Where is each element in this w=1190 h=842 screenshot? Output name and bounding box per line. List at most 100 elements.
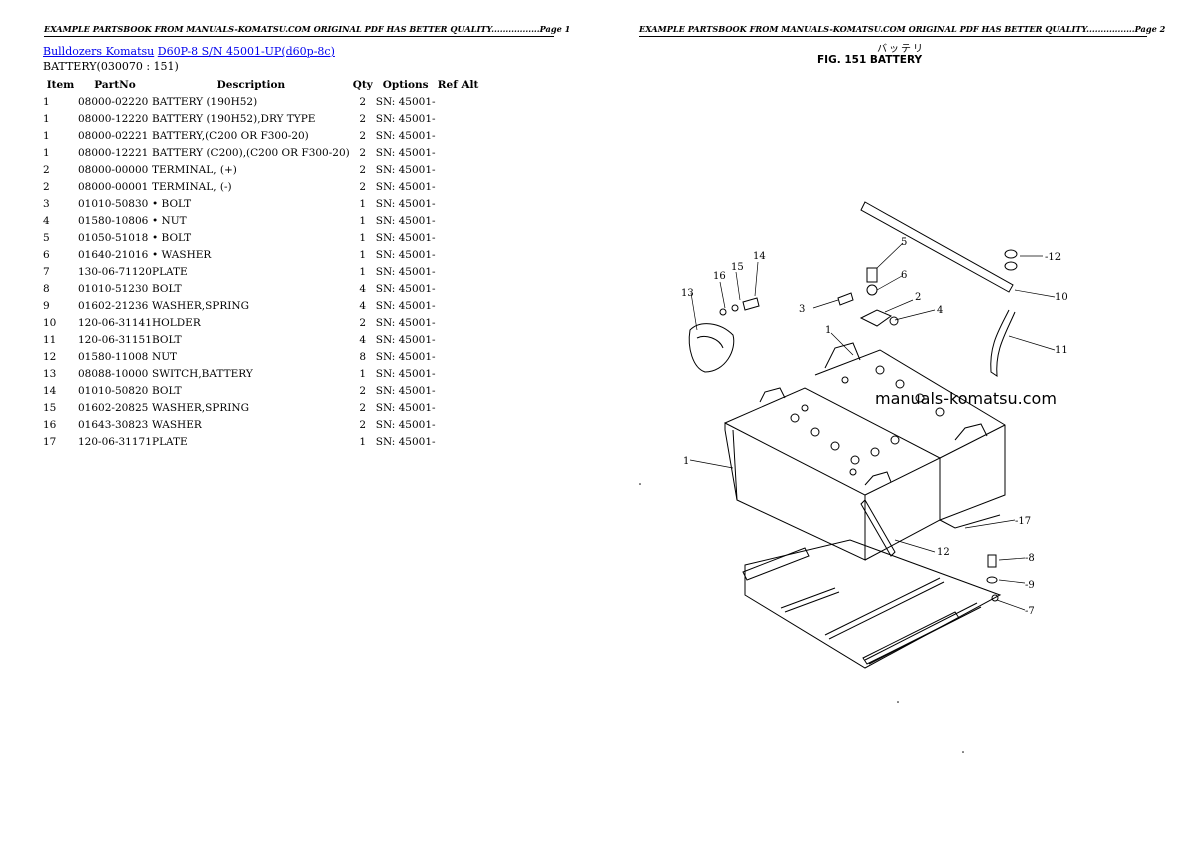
- callout-8: -8: [1025, 553, 1035, 564]
- cell-item: 17: [43, 435, 57, 448]
- breadcrumb-link-model[interactable]: D60P-8 S/N 45001-UP(d60p-8c): [157, 45, 335, 58]
- cell-ref-alt: [436, 280, 481, 297]
- cell-options: SN: 45001-: [375, 401, 436, 414]
- cell-qty: 4: [359, 299, 367, 312]
- cell-partno: 01602-20825: [78, 401, 149, 414]
- cell-partno: 01640-21016: [78, 248, 149, 261]
- cell-qty: 8: [359, 350, 367, 363]
- table-header-row: Item PartNo Description Qty Options Ref …: [43, 76, 481, 93]
- cell-description: HOLDER: [152, 316, 201, 329]
- callout-1a: 1: [683, 456, 689, 467]
- cell-partno: 01580-10806: [78, 214, 149, 227]
- callout-11: 11: [1055, 345, 1068, 356]
- base-plate-drawing: [742, 539, 1002, 669]
- callout-16: 16: [713, 271, 726, 282]
- section-subtitle: BATTERY(030070 : 151): [43, 60, 179, 73]
- cell-item: 14: [43, 384, 57, 397]
- col-header-options: Options: [382, 78, 429, 91]
- cell-ref-alt: [436, 229, 481, 246]
- cell-description: BATTERY,(C200 OR F300-20): [152, 129, 309, 142]
- callout-6: 6: [901, 270, 907, 281]
- cell-options: SN: 45001-: [375, 214, 436, 227]
- cell-item: 11: [43, 333, 57, 346]
- cell-qty: 2: [359, 401, 367, 414]
- cell-qty: 2: [359, 418, 367, 431]
- cell-qty: 1: [359, 367, 367, 380]
- cell-qty: 2: [359, 129, 367, 142]
- cell-options: SN: 45001-: [375, 180, 436, 193]
- callout-labels: 1 1 2 3 4 5 6 -7 -8 -9 10 11 12 -12 13 1…: [681, 237, 1068, 617]
- cell-item: 1: [43, 146, 50, 159]
- cell-description: PLATE: [152, 265, 188, 278]
- cell-partno: 130-06-71120: [78, 265, 152, 278]
- cell-partno: 08000-00000: [78, 163, 149, 176]
- cell-description: WASHER,SPRING: [152, 401, 249, 414]
- callout-12a: 12: [937, 547, 950, 558]
- cell-partno: 08000-12220: [78, 112, 149, 125]
- figure-page: EXAMPLE PARTSBOOK FROM MANUALS-KOMATSU.C…: [595, 0, 1190, 842]
- cell-item: 15: [43, 401, 57, 414]
- breadcrumb-link-category[interactable]: Bulldozers Komatsu: [43, 45, 155, 58]
- page-header: EXAMPLE PARTSBOOK FROM MANUALS-KOMATSU.C…: [639, 22, 1165, 37]
- cell-item: 1: [43, 112, 50, 125]
- col-header-item: Item: [46, 78, 75, 91]
- cell-options: SN: 45001-: [375, 282, 436, 295]
- callout-4: 4: [937, 305, 943, 316]
- cell-qty: 2: [359, 95, 367, 108]
- cell-item: 9: [43, 299, 50, 312]
- cell-partno: 08000-12221: [78, 146, 149, 159]
- callout-13: 13: [681, 288, 694, 299]
- cell-description: BOLT: [152, 384, 182, 397]
- cell-ref-alt: [436, 365, 481, 382]
- hold-down-bar-drawing: [860, 201, 1016, 557]
- page-header: EXAMPLE PARTSBOOK FROM MANUALS-KOMATSU.C…: [44, 22, 570, 37]
- cell-ref-alt: [436, 433, 481, 450]
- cell-item: 16: [43, 418, 57, 431]
- scan-specks: [639, 483, 964, 753]
- cell-partno: 01010-50830: [78, 197, 149, 210]
- col-header-partno: PartNo: [94, 78, 136, 91]
- cell-description: TERMINAL, (+): [152, 163, 237, 176]
- cell-ref-alt: [436, 263, 481, 280]
- cell-ref-alt: [436, 195, 481, 212]
- cell-ref-alt: [436, 348, 481, 365]
- cell-partno: 01580-11008: [78, 350, 149, 363]
- cell-ref-alt: [436, 399, 481, 416]
- cell-partno: 08000-00001: [78, 180, 149, 193]
- fasteners-drawing: [986, 249, 1018, 602]
- cell-options: SN: 45001-: [375, 367, 436, 380]
- cell-options: SN: 45001-: [375, 248, 436, 261]
- cell-options: SN: 45001-: [375, 112, 436, 125]
- cell-partno: 120-06-31171: [78, 435, 152, 448]
- cell-item: 1: [43, 129, 50, 142]
- cell-ref-alt: [436, 212, 481, 229]
- cell-qty: 1: [359, 435, 367, 448]
- cell-options: SN: 45001-: [375, 146, 436, 159]
- cell-qty: 4: [359, 282, 367, 295]
- cell-partno: 01010-50820: [78, 384, 149, 397]
- cell-options: SN: 45001-: [375, 163, 436, 176]
- callout-10: 10: [1055, 292, 1068, 303]
- cell-qty: 1: [359, 231, 367, 244]
- cell-partno: 08000-02221: [78, 129, 149, 142]
- col-header-qty: Qty: [352, 78, 373, 91]
- battery-left-drawing: [724, 387, 942, 561]
- cell-options: SN: 45001-: [375, 435, 436, 448]
- cell-item: 10: [43, 316, 57, 329]
- cell-qty: 1: [359, 197, 367, 210]
- cell-item: 5: [43, 231, 50, 244]
- cell-partno: 08000-02220: [78, 95, 149, 108]
- cell-partno: 08088-10000: [78, 367, 149, 380]
- callout-3: 3: [799, 304, 805, 315]
- cell-description: PLATE: [152, 435, 188, 448]
- cell-qty: 1: [359, 265, 367, 278]
